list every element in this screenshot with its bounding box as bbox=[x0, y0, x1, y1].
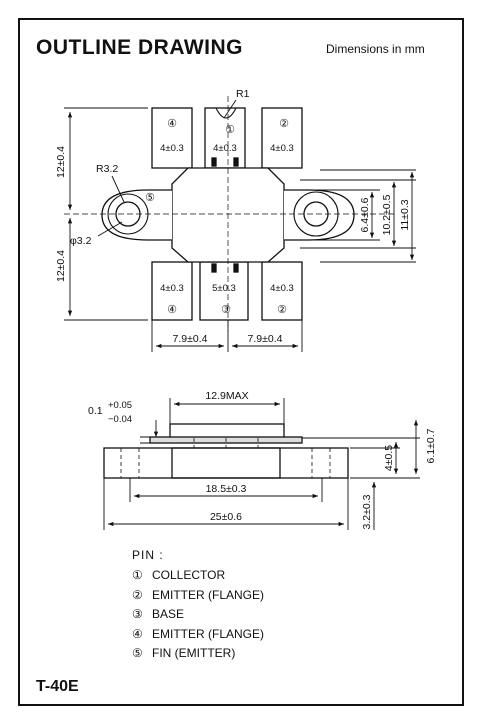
pin-number: ② bbox=[132, 587, 143, 602]
radius-r32-label: R3.2 bbox=[96, 163, 118, 175]
pin-label-top-center: ① bbox=[225, 124, 235, 136]
lead-width-bot-right: 4±0.3 bbox=[270, 283, 294, 294]
lead-width-bot-center: 5±0.3 bbox=[212, 283, 236, 294]
pin-label-fin: ⑤ bbox=[145, 192, 155, 204]
pin-label-top-right: ② bbox=[279, 118, 289, 130]
pin-row-1: ① COLLECTOR bbox=[132, 568, 264, 588]
pin-row-5: ⑤ FIN (EMITTER) bbox=[132, 646, 264, 666]
pin-name: EMITTER (FLANGE) bbox=[152, 587, 265, 602]
pin-row-2: ② EMITTER (FLANGE) bbox=[132, 588, 264, 608]
stud-center bbox=[171, 447, 281, 479]
overall-length-dim: 25±0.6 bbox=[210, 511, 242, 523]
pin-label-bot-left: ④ bbox=[167, 304, 177, 316]
body-width-dim: 11±0.3 bbox=[399, 199, 411, 230]
hole-spacing-dim: 6.4±0.6 bbox=[359, 197, 371, 232]
lead-width-top-right: 4±0.3 bbox=[270, 143, 294, 154]
half-length-right-dim: 7.9±0.4 bbox=[248, 333, 283, 345]
hole-diameter-label: φ3.2 bbox=[70, 235, 92, 247]
pin-number: ④ bbox=[132, 626, 143, 641]
pin-number: ③ bbox=[132, 607, 143, 621]
thickness-tol-minus: −0.04 bbox=[108, 414, 132, 425]
thickness-dim: 0.1 bbox=[88, 405, 103, 417]
page-title: OUTLINE DRAWING bbox=[36, 36, 243, 59]
lead-bot-left bbox=[151, 261, 193, 321]
pin-name: FIN (EMITTER) bbox=[152, 646, 236, 660]
lead-bot-right bbox=[261, 261, 303, 321]
hole-pitch-dim: 18.5±0.3 bbox=[206, 483, 247, 495]
side-view bbox=[103, 423, 349, 479]
pin-number: ⑤ bbox=[132, 646, 143, 660]
height-61-dim: 6.1±0.7 bbox=[425, 428, 437, 463]
package-code: T-40E bbox=[36, 678, 79, 695]
flange-thickness-dim: 3.2±0.3 bbox=[361, 494, 373, 529]
half-height-bottom-dim: 12±0.4 bbox=[55, 250, 67, 282]
cap bbox=[169, 423, 285, 439]
pin-row-4: ④ EMITTER (FLANGE) bbox=[132, 627, 264, 647]
pin-name: EMITTER (FLANGE) bbox=[152, 626, 265, 641]
pin-row-3: ③ BASE bbox=[132, 607, 264, 627]
half-length-left-dim: 7.9±0.4 bbox=[173, 333, 208, 345]
lead-width-top-center: 4±0.3 bbox=[213, 143, 237, 154]
pin-heading: PIN : bbox=[132, 548, 164, 562]
pin-name: BASE bbox=[152, 607, 185, 621]
lead-width-bot-left: 4±0.3 bbox=[160, 283, 184, 294]
flange-right bbox=[284, 189, 355, 241]
half-height-top-dim: 12±0.4 bbox=[55, 146, 67, 178]
lead-top-left bbox=[151, 107, 193, 169]
lead-width-top-left: 4±0.3 bbox=[160, 143, 184, 154]
pin-number: ① bbox=[132, 568, 143, 582]
max-width-dim: 12.9MAX bbox=[205, 390, 248, 402]
pin-label-top-left: ④ bbox=[167, 118, 177, 130]
pin-list: PIN : ① COLLECTOR ② EMITTER (FLANGE) ③ BASE… bbox=[132, 548, 264, 666]
lead-top-right bbox=[261, 107, 303, 169]
flange-left bbox=[101, 189, 172, 241]
units-note: Dimensions in mm bbox=[326, 42, 425, 56]
pin-label-bot-center: ③ bbox=[221, 304, 231, 316]
radius-r1-label: R1 bbox=[236, 88, 250, 100]
flange-width-dim: 10.2±0.5 bbox=[381, 194, 393, 235]
flange-side bbox=[103, 447, 349, 479]
height-4-dim: 4±0.5 bbox=[383, 445, 395, 471]
pin-name: COLLECTOR bbox=[152, 568, 226, 582]
thickness-tol-plus: +0.05 bbox=[108, 400, 132, 411]
pin-label-bot-right: ② bbox=[277, 304, 287, 316]
drawing-frame bbox=[18, 18, 464, 706]
